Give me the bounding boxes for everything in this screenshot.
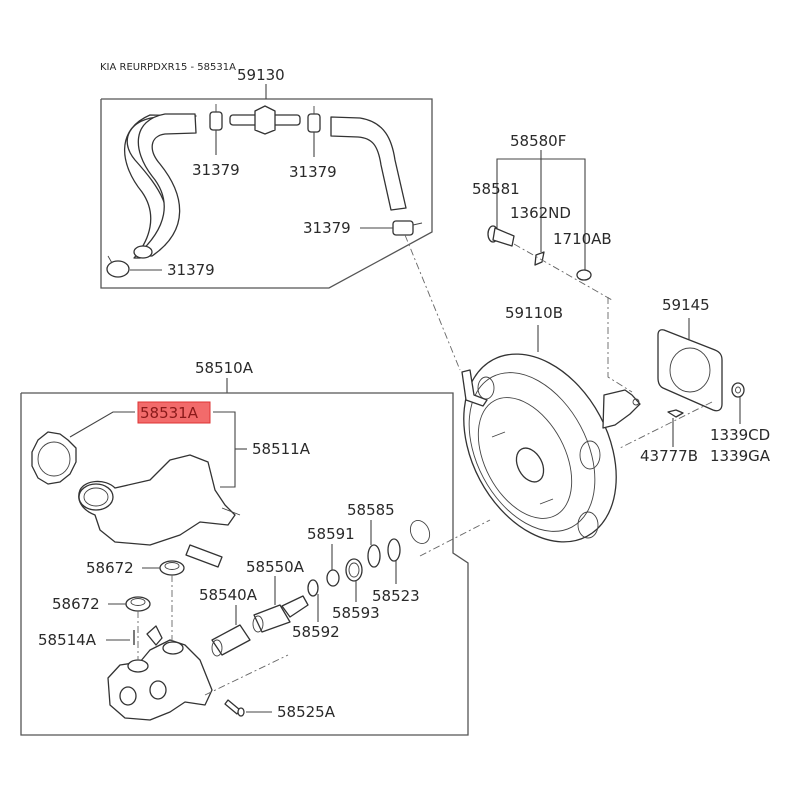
label-seal-58592[interactable]: 58592 xyxy=(292,623,340,641)
clevis-clip-part[interactable] xyxy=(667,409,684,418)
group-box-58510A xyxy=(20,392,469,736)
group-label-59130[interactable]: 59130 xyxy=(237,66,285,84)
label-clamp-3[interactable]: 31379 xyxy=(167,261,215,279)
hose-clamp-4[interactable] xyxy=(392,220,423,236)
group-box-59130 xyxy=(100,98,433,289)
piston-secondary-part[interactable] xyxy=(211,624,251,657)
vacuum-hose-group: 59130 31379 xyxy=(100,66,433,289)
gasket-group: 59145 xyxy=(619,296,723,449)
diagram-caption: KIA REURPDXR15 - 58531A xyxy=(100,62,236,73)
label-piston-secondary[interactable]: 58540A xyxy=(199,586,258,604)
label-ring-58523[interactable]: 58523 xyxy=(372,587,420,605)
label-seal-58585[interactable]: 58585 xyxy=(347,501,395,519)
leader-reservoir-bracket xyxy=(213,411,236,488)
group-label-58580F[interactable]: 58580F xyxy=(510,132,566,150)
hose-clamp-2[interactable] xyxy=(307,106,321,133)
label-seal-58593[interactable]: 58593 xyxy=(332,604,380,622)
vacuum-hose-right[interactable] xyxy=(330,116,407,211)
label-nut-2[interactable]: 1339GA xyxy=(710,447,771,465)
group-label-58510A[interactable]: 58510A xyxy=(195,359,254,377)
hose-clamp-1[interactable] xyxy=(209,104,223,131)
master-cylinder-body[interactable] xyxy=(107,625,213,721)
booster-shell xyxy=(463,353,617,543)
label-pin-58514A[interactable]: 58514A xyxy=(38,631,97,649)
assembly-line-seals xyxy=(419,519,491,557)
assembly-line-hose xyxy=(404,234,461,371)
label-grommet-1[interactable]: 58672 xyxy=(86,559,134,577)
bolt-part[interactable] xyxy=(224,699,245,717)
label-gasket[interactable]: 59145 xyxy=(662,296,710,314)
nut-part[interactable] xyxy=(731,382,745,398)
label-nut-1[interactable]: 1339CD xyxy=(710,426,770,444)
clip-part[interactable] xyxy=(534,251,545,266)
hose-end xyxy=(133,245,153,259)
booster-rod xyxy=(602,389,641,429)
seal-58591-part[interactable] xyxy=(326,569,340,587)
seal-58592-part[interactable] xyxy=(307,579,319,597)
ring-58523-part[interactable] xyxy=(387,538,401,562)
label-reservoir-cap[interactable]: 58531A xyxy=(140,404,199,422)
label-bolt[interactable]: 58525A xyxy=(277,703,336,721)
washer-part[interactable] xyxy=(576,269,592,281)
reservoir-part[interactable] xyxy=(78,454,241,546)
label-pin[interactable]: 58581 xyxy=(472,180,520,198)
label-clip[interactable]: 1362ND xyxy=(510,204,571,222)
gasket-part[interactable] xyxy=(657,329,723,412)
o-ring-part[interactable] xyxy=(407,517,433,546)
booster-center xyxy=(515,447,545,483)
reservoir-rod[interactable] xyxy=(185,544,223,568)
label-clamp-2[interactable]: 31379 xyxy=(289,163,337,181)
grommet-1-part[interactable] xyxy=(159,560,185,576)
check-valve[interactable] xyxy=(229,105,301,135)
label-booster[interactable]: 59110B xyxy=(505,304,563,322)
seal-58593-part[interactable] xyxy=(345,558,363,582)
label-clevis-clip[interactable]: 43777B xyxy=(640,447,698,465)
clevis-pin[interactable] xyxy=(487,225,515,247)
master-cylinder-group: 58510A 58531A 58511A 58672 xyxy=(20,359,491,736)
assembly-line-pin-2 xyxy=(607,297,633,393)
label-reservoir[interactable]: 58511A xyxy=(252,440,311,458)
leader-reservoir-cap xyxy=(69,411,135,438)
booster-nipple xyxy=(461,369,488,407)
label-clamp-4[interactable]: 31379 xyxy=(303,219,351,237)
assembly-line-gasket xyxy=(619,401,713,449)
piston-primary-part[interactable] xyxy=(252,595,309,633)
seal-58585-part[interactable] xyxy=(367,544,381,568)
grommet-2-part[interactable] xyxy=(125,596,151,612)
hose-clamp-3[interactable] xyxy=(106,255,130,278)
pin-kit-group: 58580F 58581 1362ND 1710AB xyxy=(472,132,633,393)
assembly-line-bolt xyxy=(204,654,289,696)
nut-group: 1339CD 1339GA xyxy=(710,382,771,465)
label-washer[interactable]: 1710AB xyxy=(553,230,612,248)
label-clamp-1[interactable]: 31379 xyxy=(192,161,240,179)
label-grommet-2[interactable]: 58672 xyxy=(52,595,100,613)
brake-booster[interactable]: 59110B xyxy=(433,304,647,568)
label-piston-primary[interactable]: 58550A xyxy=(246,558,305,576)
label-seal-58591[interactable]: 58591 xyxy=(307,525,355,543)
reservoir-cap-part[interactable] xyxy=(31,431,77,485)
clevis-clip-group: 43777B xyxy=(640,409,698,465)
highlight-box xyxy=(137,401,211,424)
assembly-line-pin xyxy=(513,243,613,301)
